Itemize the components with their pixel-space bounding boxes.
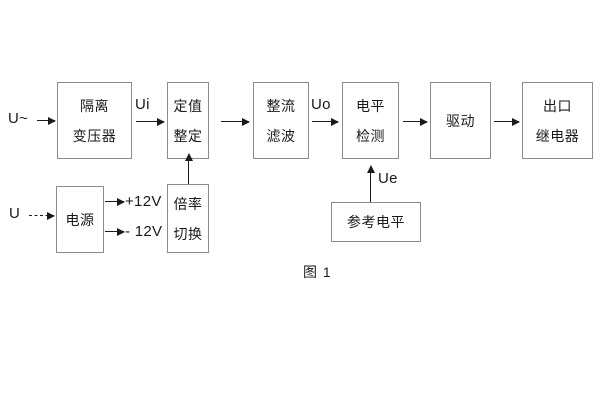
arrow-rectify-filter-to-level-detect <box>312 117 339 126</box>
block-level-detect-line2: 检测 <box>356 127 385 144</box>
block-rectify-filter-line1: 整流 <box>266 97 296 114</box>
block-output-relay-line1: 出口 <box>543 97 572 114</box>
block-setting-value: 定值 整定 <box>167 82 209 159</box>
block-ratio-switch-line2: 切换 <box>173 225 203 242</box>
block-ratio-switch-line1: 倍率 <box>173 195 203 212</box>
block-reference-level-line1: 参考电平 <box>347 214 405 230</box>
block-ratio-switch: 倍率 切换 <box>167 184 209 253</box>
arrow-drive-to-output-relay <box>494 117 520 126</box>
input-ac-label: U~ <box>8 110 29 127</box>
block-drive-line1: 驱动 <box>446 112 475 129</box>
block-rectify-filter: 整流 滤波 <box>253 82 309 159</box>
block-isolation-transformer-line2: 变压器 <box>72 127 117 144</box>
rail-negative-label: - 12V <box>125 223 163 240</box>
arrow-power-supply-negative-rail <box>105 227 125 236</box>
signal-ui-label: Ui <box>135 96 150 113</box>
block-rectify-filter-line2: 滤波 <box>266 127 296 144</box>
arrow-isolation-transformer-to-setting-value <box>136 117 165 126</box>
input-dc-label: U <box>9 205 21 222</box>
block-isolation-transformer: 隔离 变压器 <box>57 82 132 159</box>
arrow-input-to-power-supply <box>29 211 55 220</box>
block-setting-value-line1: 定值 <box>173 97 203 114</box>
arrow-reference-level-to-level-detect <box>366 165 375 202</box>
block-power-supply-line1: 电源 <box>65 211 95 228</box>
arrow-input-to-isolation-transformer <box>37 116 56 125</box>
block-level-detect: 电平 检测 <box>342 82 399 159</box>
arrow-level-detect-to-drive <box>403 117 428 126</box>
rail-positive-label: +12V <box>125 193 162 210</box>
signal-ue-label: Ue <box>378 170 398 187</box>
signal-uo-label: Uo <box>311 96 331 113</box>
block-output-relay: 出口 继电器 <box>522 82 593 159</box>
block-output-relay-line2: 继电器 <box>535 127 580 144</box>
block-level-detect-line1: 电平 <box>356 97 385 114</box>
arrow-ratio-switch-to-setting-value <box>184 153 193 184</box>
block-setting-value-line2: 整定 <box>173 127 203 144</box>
block-drive: 驱动 <box>430 82 491 159</box>
arrow-setting-value-to-rectify-filter <box>221 117 250 126</box>
block-power-supply: 电源 <box>56 186 104 253</box>
arrow-power-supply-positive-rail <box>105 197 125 206</box>
block-reference-level: 参考电平 <box>331 202 421 242</box>
figure-caption: 图 1 <box>303 264 332 280</box>
block-isolation-transformer-line1: 隔离 <box>80 97 109 114</box>
